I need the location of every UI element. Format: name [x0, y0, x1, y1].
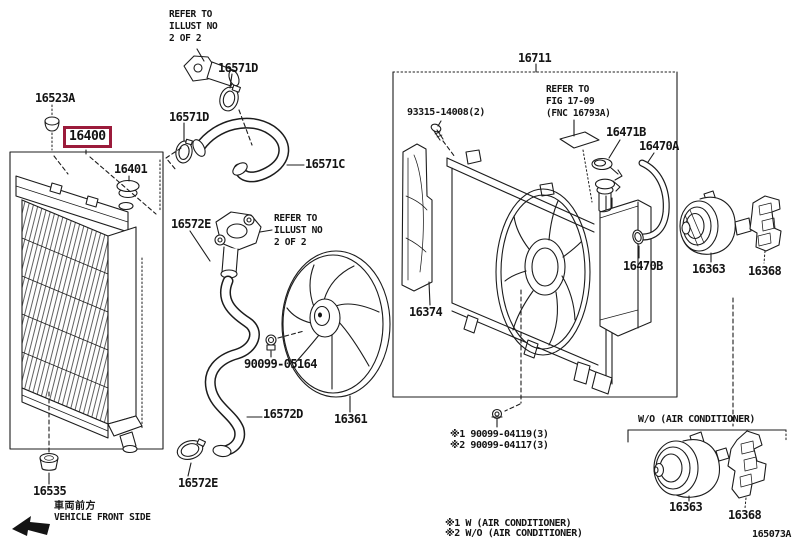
part-label-16470b[interactable]: 16470B [623, 259, 663, 273]
front-arrow-label-jp: 車両前方 [54, 501, 96, 512]
front-arrow-label-en: VEHICLE FRONT SIDE [54, 512, 151, 523]
note-refer-illust-mid: REFER TO ILLUST NO 2 OF 2 [274, 213, 323, 248]
footnote-1: ※1 W (AIR CONDITIONER) [445, 518, 572, 529]
part-label-16571d-b[interactable]: 16571D [169, 110, 209, 124]
part-label-16363-right[interactable]: 16363 [692, 262, 726, 276]
part-label-16470a[interactable]: 16470A [639, 139, 679, 153]
left-leader-lines [48, 48, 351, 485]
coolant-hoses-drawing [175, 55, 290, 461]
note-refer-fig: REFER TO FIG 17-09 (FNC 16793A) [546, 84, 611, 119]
part-label-16523a[interactable]: 16523A [35, 91, 75, 105]
note-bolt-2: ※2 90099-04117(3) [450, 440, 549, 451]
shroud-assembly-box [392, 63, 678, 398]
part-label-16572e-a[interactable]: 16572E [171, 217, 211, 231]
fan-motor-bracket-drawing [749, 195, 782, 264]
reserve-tank-drawing [591, 139, 670, 337]
note-refer-illust-top: REFER TO ILLUST NO 2 OF 2 [169, 9, 218, 44]
wo-ac-group-drawing [627, 297, 787, 509]
part-label-16571c[interactable]: 16571C [305, 157, 345, 171]
part-label-16363-wo[interactable]: 16363 [669, 500, 703, 514]
figure-code: 165073A [752, 529, 791, 540]
radiator-drawing [15, 175, 143, 454]
footnote-2: ※2 W/O (AIR CONDITIONER) [445, 528, 583, 539]
cooling-fan-drawing [265, 250, 391, 398]
note-bolt-1: ※1 90099-04119(3) [450, 429, 549, 440]
part-label-16571d-a[interactable]: 16571D [218, 61, 258, 75]
part-label-16471b[interactable]: 16471B [606, 125, 646, 139]
part-label-16535[interactable]: 16535 [33, 484, 67, 498]
fan-motor-drawing [679, 190, 752, 263]
radiator-grommets-drawing [39, 116, 60, 471]
part-label-16711[interactable]: 16711 [518, 51, 552, 65]
part-label-90099-05164[interactable]: 90099-05164 [244, 357, 317, 371]
fan-shroud-assembly-drawing [401, 119, 613, 428]
part-label-16400: 16400 [69, 129, 106, 144]
highlighted-part-callout-16400[interactable]: 16400 [63, 126, 112, 148]
part-label-16368-right[interactable]: 16368 [748, 264, 782, 278]
front-direction-arrow [12, 516, 50, 536]
part-label-16572d[interactable]: 16572D [263, 407, 303, 421]
part-label-16572e-b[interactable]: 16572E [178, 476, 218, 490]
part-label-16401[interactable]: 16401 [114, 162, 148, 176]
wo-ac-header: W/O (AIR CONDITIONER) [638, 414, 755, 425]
part-label-93315-14008[interactable]: 93315-14008(2) [407, 107, 485, 118]
part-label-16361[interactable]: 16361 [334, 412, 368, 426]
part-label-16374[interactable]: 16374 [409, 305, 443, 319]
part-label-16368-wo[interactable]: 16368 [728, 508, 762, 522]
